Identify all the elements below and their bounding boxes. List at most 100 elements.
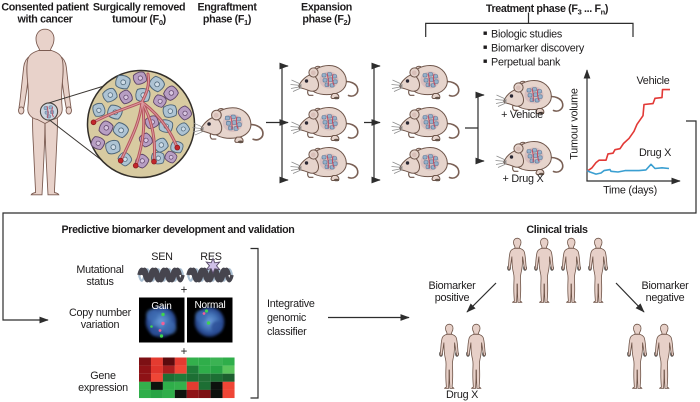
plus-sign-2: + [181,346,188,358]
biomarker-positive-group: Drug X [438,323,487,401]
column-headers: Consented patient with cancer Surgically… [1,2,609,28]
expansion-column-1 [289,64,359,183]
fish-image-normal: Normal [187,297,233,343]
fish-normal-tag: Normal [194,300,225,311]
bullet-icon [483,45,487,49]
heatmap-cell [186,381,199,390]
negative-person [653,323,675,389]
biomarker-negative-label: Biomarker [642,280,690,292]
drugx-label: + Drug X [503,173,544,185]
trial-person [560,237,582,303]
gene-expression-label: Gene [90,370,116,382]
expansion-mouse [289,64,359,101]
heatmap-cell [139,365,151,374]
heatmap-cell [186,373,199,382]
chart-series-label-drugx: Drug X [639,147,671,159]
header-expansion-line2: phase (F2) [302,14,351,28]
header-expansion: Expansion [301,2,352,14]
bullet-perpetual-bank: Perpetual bank [491,57,561,69]
heatmap-cell [222,389,235,399]
chart-series-label-vehicle: Vehicle [636,75,669,87]
engraftment-mouse [191,106,264,145]
classifier-label-line2: genomic [267,312,307,324]
chart-x-label: Time (days) [603,185,657,197]
heatmap-cell [222,365,235,374]
heatmap-cell [186,365,199,374]
heatmap-cell [210,389,223,399]
clinical-trials-cohort [506,237,609,303]
dna-resistant [186,267,234,283]
header-consented-patient-line2: with cancer [17,14,73,26]
header-engraftment: Engraftment [197,2,257,14]
dna-sensitive [137,267,185,283]
positive-person [465,323,487,389]
treatment-arm-vehicle: + Vehicle [494,79,564,121]
gene-expression-label-line2: expression [78,382,128,394]
mutation-star-icon [205,257,221,275]
treatment-bullet-list: Biologic studies Biomarker discovery Per… [483,29,585,69]
clinical-trials-section: Clinical trials Biomarker positive Bioma… [429,224,690,401]
header-consented-patient: Consented patient [1,2,89,14]
heatmap-cell [162,373,175,382]
heatmap-cell [139,389,151,399]
patient-leg-right [44,109,60,196]
trial-person [533,237,555,303]
header-engraftment-line2: phase (F1) [203,14,252,28]
treatment-phase-bracket [425,12,634,37]
gene-expression-heatmap [139,357,235,399]
drugx-mouse [494,140,564,177]
heatmap-cell [139,373,151,382]
header-surgically-removed: Surgically removed [93,2,185,14]
treatment-arm-drugx: + Drug X [494,140,564,185]
drugx-group-label: Drug X [446,389,478,401]
expansion-mouse [390,106,460,143]
expansion-mouse [390,146,460,183]
mutational-status-label-line2: status [86,276,114,288]
heatmap-cell [150,357,163,366]
negative-person [626,323,648,389]
heatmap-cell [198,381,211,390]
expansion-mouse [390,64,460,101]
fish-image-gain: Gain [139,297,185,343]
branch-treatment [465,91,485,165]
vehicle-label: + Vehicle [501,109,543,121]
negative-arrow [615,282,645,313]
biomarker-panel-title: Predictive biomarker development and val… [61,224,294,236]
heatmap-cell [198,365,211,374]
magnification-lines [47,85,105,163]
heatmap-cell [210,357,223,366]
tumour-growth-chart: Tumour volume Time (days) Vehicle Drug X [569,69,681,197]
heatmap-cell [139,381,151,390]
heatmap-cell [210,365,223,374]
heatmap-cell [222,381,235,390]
chart-series-lines [586,88,670,175]
panel-bracket [250,247,259,399]
tumour-vessels [90,72,181,169]
heatmap-cell [210,373,223,382]
tumour-detail-circle [86,69,196,179]
trial-person [506,237,528,303]
chart-y-label: Tumour volume [569,88,581,160]
fish-gain-tag: Gain [151,301,171,312]
copy-number-label-line2: variation [81,319,120,331]
heatmap-cell [186,357,199,366]
heatmap-cell [174,381,187,390]
chart-line-vehicle [586,88,670,172]
classifier-label-line3: classifier [267,326,307,338]
heatmap-cell [150,381,163,390]
copy-number-label: Copy number [69,307,132,319]
heatmap-cell [198,373,211,382]
heatmap-cell [210,381,223,390]
heatmap-cell [139,357,151,366]
heatmap-cell [162,389,175,399]
positive-arrow [466,282,497,313]
heatmap-cell [174,373,187,382]
plus-sign-1: + [181,285,188,297]
patient-tumour [39,102,59,121]
patient-hand-left [18,106,25,115]
biomarker-negative-group [626,323,675,389]
heatmap-cell [222,357,235,366]
trial-person [587,237,609,303]
heatmap-cell [174,389,187,399]
